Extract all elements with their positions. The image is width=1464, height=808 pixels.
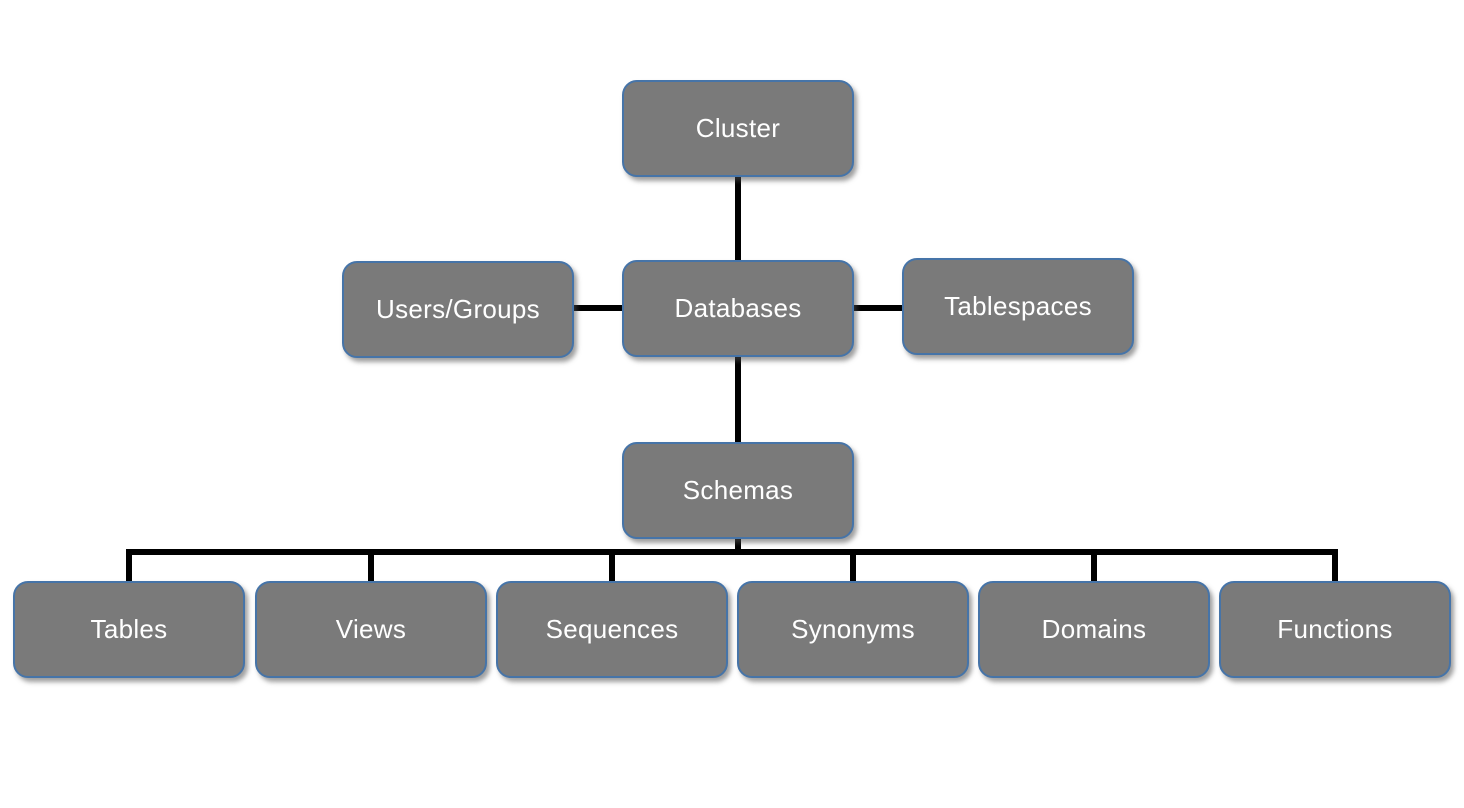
node-synonyms: Synonyms bbox=[737, 581, 969, 678]
node-tablespaces: Tablespaces bbox=[902, 258, 1134, 355]
connector-drop-functions bbox=[1332, 549, 1338, 583]
connector-databases-schemas bbox=[735, 355, 741, 446]
node-databases: Databases bbox=[622, 260, 854, 357]
connector-drop-tables bbox=[126, 549, 132, 583]
connector-users-groups-databases bbox=[567, 305, 627, 311]
connector-drop-domains bbox=[1091, 549, 1097, 583]
node-cluster: Cluster bbox=[622, 80, 854, 177]
connector-drop-views bbox=[368, 549, 374, 583]
connector-drop-sequences bbox=[609, 549, 615, 583]
connector-schemas-bus bbox=[735, 535, 741, 555]
node-domains: Domains bbox=[978, 581, 1210, 678]
connector-databases-tablespaces bbox=[848, 305, 908, 311]
connector-cluster-databases bbox=[735, 175, 741, 264]
node-functions: Functions bbox=[1219, 581, 1451, 678]
node-views: Views bbox=[255, 581, 487, 678]
node-users-groups: Users/Groups bbox=[342, 261, 574, 358]
node-sequences: Sequences bbox=[496, 581, 728, 678]
connector-bus-line bbox=[126, 549, 1338, 555]
node-schemas: Schemas bbox=[622, 442, 854, 539]
node-tables: Tables bbox=[13, 581, 245, 678]
connector-drop-synonyms bbox=[850, 549, 856, 583]
